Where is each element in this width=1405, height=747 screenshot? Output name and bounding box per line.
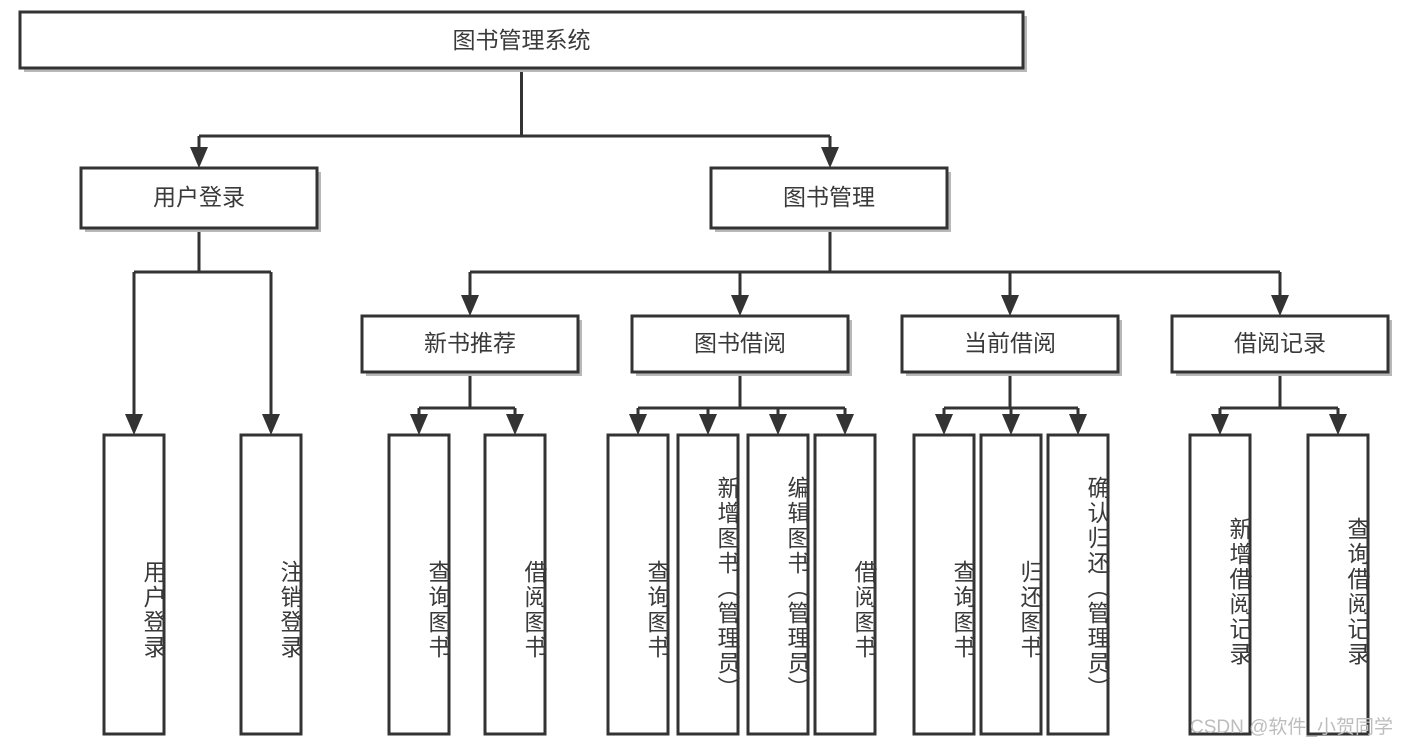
link-newbookrec-bus [417,375,517,422]
leaf-box-query-book-2[interactable] [606,433,670,736]
arrowhead-leaf-query-book-1 [410,414,428,435]
root-label: 图书管理系统 [453,27,591,53]
arrowhead-leaf-edit-book [769,414,787,435]
arrowhead-leaf-add-record [1211,414,1229,435]
link-borrowrecord-bus [1218,375,1340,422]
new-book-rec-label: 新书推荐 [424,330,516,356]
borrow-record-label: 借阅记录 [1234,330,1326,356]
leaf-box-confirm-return[interactable] [1046,433,1110,736]
leaf-boxes-group [102,433,1370,736]
leaf-box-query-record[interactable] [1306,433,1370,736]
node-book-borrow[interactable]: 图书借阅 [630,314,852,376]
arrowhead-leaf-return-book [1002,414,1020,435]
leaf-box-query-book-1[interactable] [387,433,451,736]
leaf-box-query-book-3[interactable] [912,433,976,736]
arrowhead-leaf-add-book [699,414,717,435]
leaf-box-user-login[interactable] [102,433,166,736]
current-borrow-label: 当前借阅 [964,330,1056,356]
leaf-box-return-book[interactable] [979,433,1043,736]
leaf-box-user-logout[interactable] [239,433,303,736]
arrowhead-leaf-borrow-book-1 [506,414,524,435]
arrowhead-leaf-confirm-return [1069,414,1087,435]
arrowhead-to-book-manage [821,147,839,168]
book-borrow-label: 图书借阅 [694,330,786,356]
user-login-box[interactable] [79,166,319,230]
arrowhead-leaf-query-book-3 [935,414,953,435]
leaf-box-borrow-book-1[interactable] [483,433,547,736]
leaf-box-edit-book[interactable] [746,433,810,736]
link-bookmanage-bus [468,232,1282,304]
node-new-book-rec[interactable]: 新书推荐 [360,314,582,376]
arrowhead-to-borrow-record [1271,295,1289,316]
link-userlogin-bus [132,232,273,422]
arrowhead-to-book-borrow [731,295,749,316]
leaf-box-borrow-book-2[interactable] [813,433,877,736]
arrowhead-to-user-login [190,147,208,168]
current-borrow-box[interactable] [900,314,1120,374]
arrowhead-leaf-query-record [1329,414,1347,435]
csdn-watermark: CSDN @软件_小贺同学 [1190,717,1393,738]
arrowhead-leaf-user-login [125,414,143,435]
leaf-box-add-record[interactable] [1188,433,1252,736]
node-root[interactable]: 图书管理系统 [18,10,1027,72]
node-user-login[interactable]: 用户登录 [79,166,321,232]
root-box[interactable] [18,10,1025,70]
node-current-borrow[interactable]: 当前借阅 [900,314,1122,376]
arrowhead-leaf-borrow-book-2 [836,414,854,435]
book-borrow-box[interactable] [630,314,850,374]
arrowhead-leaf-query-book-2 [629,414,647,435]
link-root-bus [197,68,832,156]
new-book-rec-box[interactable] [360,314,580,374]
arrowhead-leaf-user-logout [262,414,280,435]
connector-group [125,68,1347,435]
arrowhead-to-new-book-rec [461,295,479,316]
user-login-label: 用户登录 [153,184,245,210]
book-manage-box[interactable] [709,166,949,230]
node-borrow-record[interactable]: 借阅记录 [1170,314,1392,376]
link-bookborrow-bus [636,375,847,422]
borrow-record-box[interactable] [1170,314,1390,374]
node-book-manage[interactable]: 图书管理 [709,166,951,232]
book-manage-label: 图书管理 [783,184,875,210]
leaf-box-add-book[interactable] [676,433,740,736]
arrowhead-to-current-borrow [1001,295,1019,316]
